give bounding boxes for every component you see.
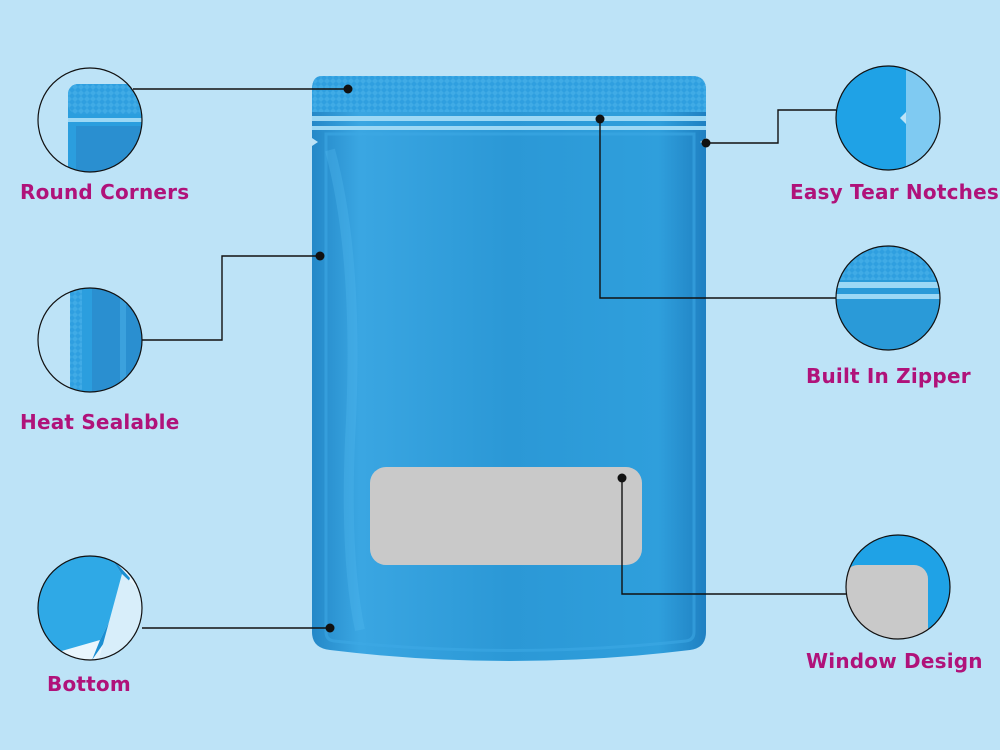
label-window-design: Window Design <box>806 649 983 673</box>
detail-built-in-zipper <box>835 245 941 351</box>
dot-window-design <box>617 473 627 483</box>
pouch-highlight <box>325 148 365 632</box>
dot-easy-tear-notches <box>701 138 711 148</box>
dot-bottom <box>325 623 335 633</box>
detail-round-corners <box>37 67 143 173</box>
label-easy-tear-notches: Easy Tear Notches <box>790 180 999 204</box>
pouch-inner-seal <box>324 132 696 652</box>
leader-easy-tear-notches <box>706 109 836 144</box>
detail-window-design <box>845 534 951 640</box>
zipper-track-2 <box>312 126 706 130</box>
pouch-top-seal <box>312 76 706 112</box>
label-round-corners: Round Corners <box>20 180 190 204</box>
pouch-body <box>312 76 706 661</box>
leader-lines <box>133 88 846 629</box>
leader-window-design <box>621 478 846 595</box>
leader-dots <box>315 84 711 633</box>
detail-bottom <box>37 555 143 661</box>
label-built-in-zipper: Built In Zipper <box>806 364 971 388</box>
label-heat-sealable: Heat Sealable <box>20 410 180 434</box>
dot-heat-sealable <box>315 251 325 261</box>
detail-heat-sealable <box>37 287 143 393</box>
left-tear-notch <box>312 138 318 146</box>
zipper-track-1 <box>312 116 706 121</box>
window-panel <box>370 467 642 565</box>
leader-built-in-zipper <box>599 119 836 299</box>
stand-up-pouch <box>312 76 706 661</box>
dot-round-corners <box>343 84 353 94</box>
label-bottom: Bottom <box>47 672 131 696</box>
leader-heat-sealable <box>142 255 320 341</box>
dot-built-in-zipper <box>595 114 605 124</box>
detail-easy-tear-notches <box>835 65 941 171</box>
